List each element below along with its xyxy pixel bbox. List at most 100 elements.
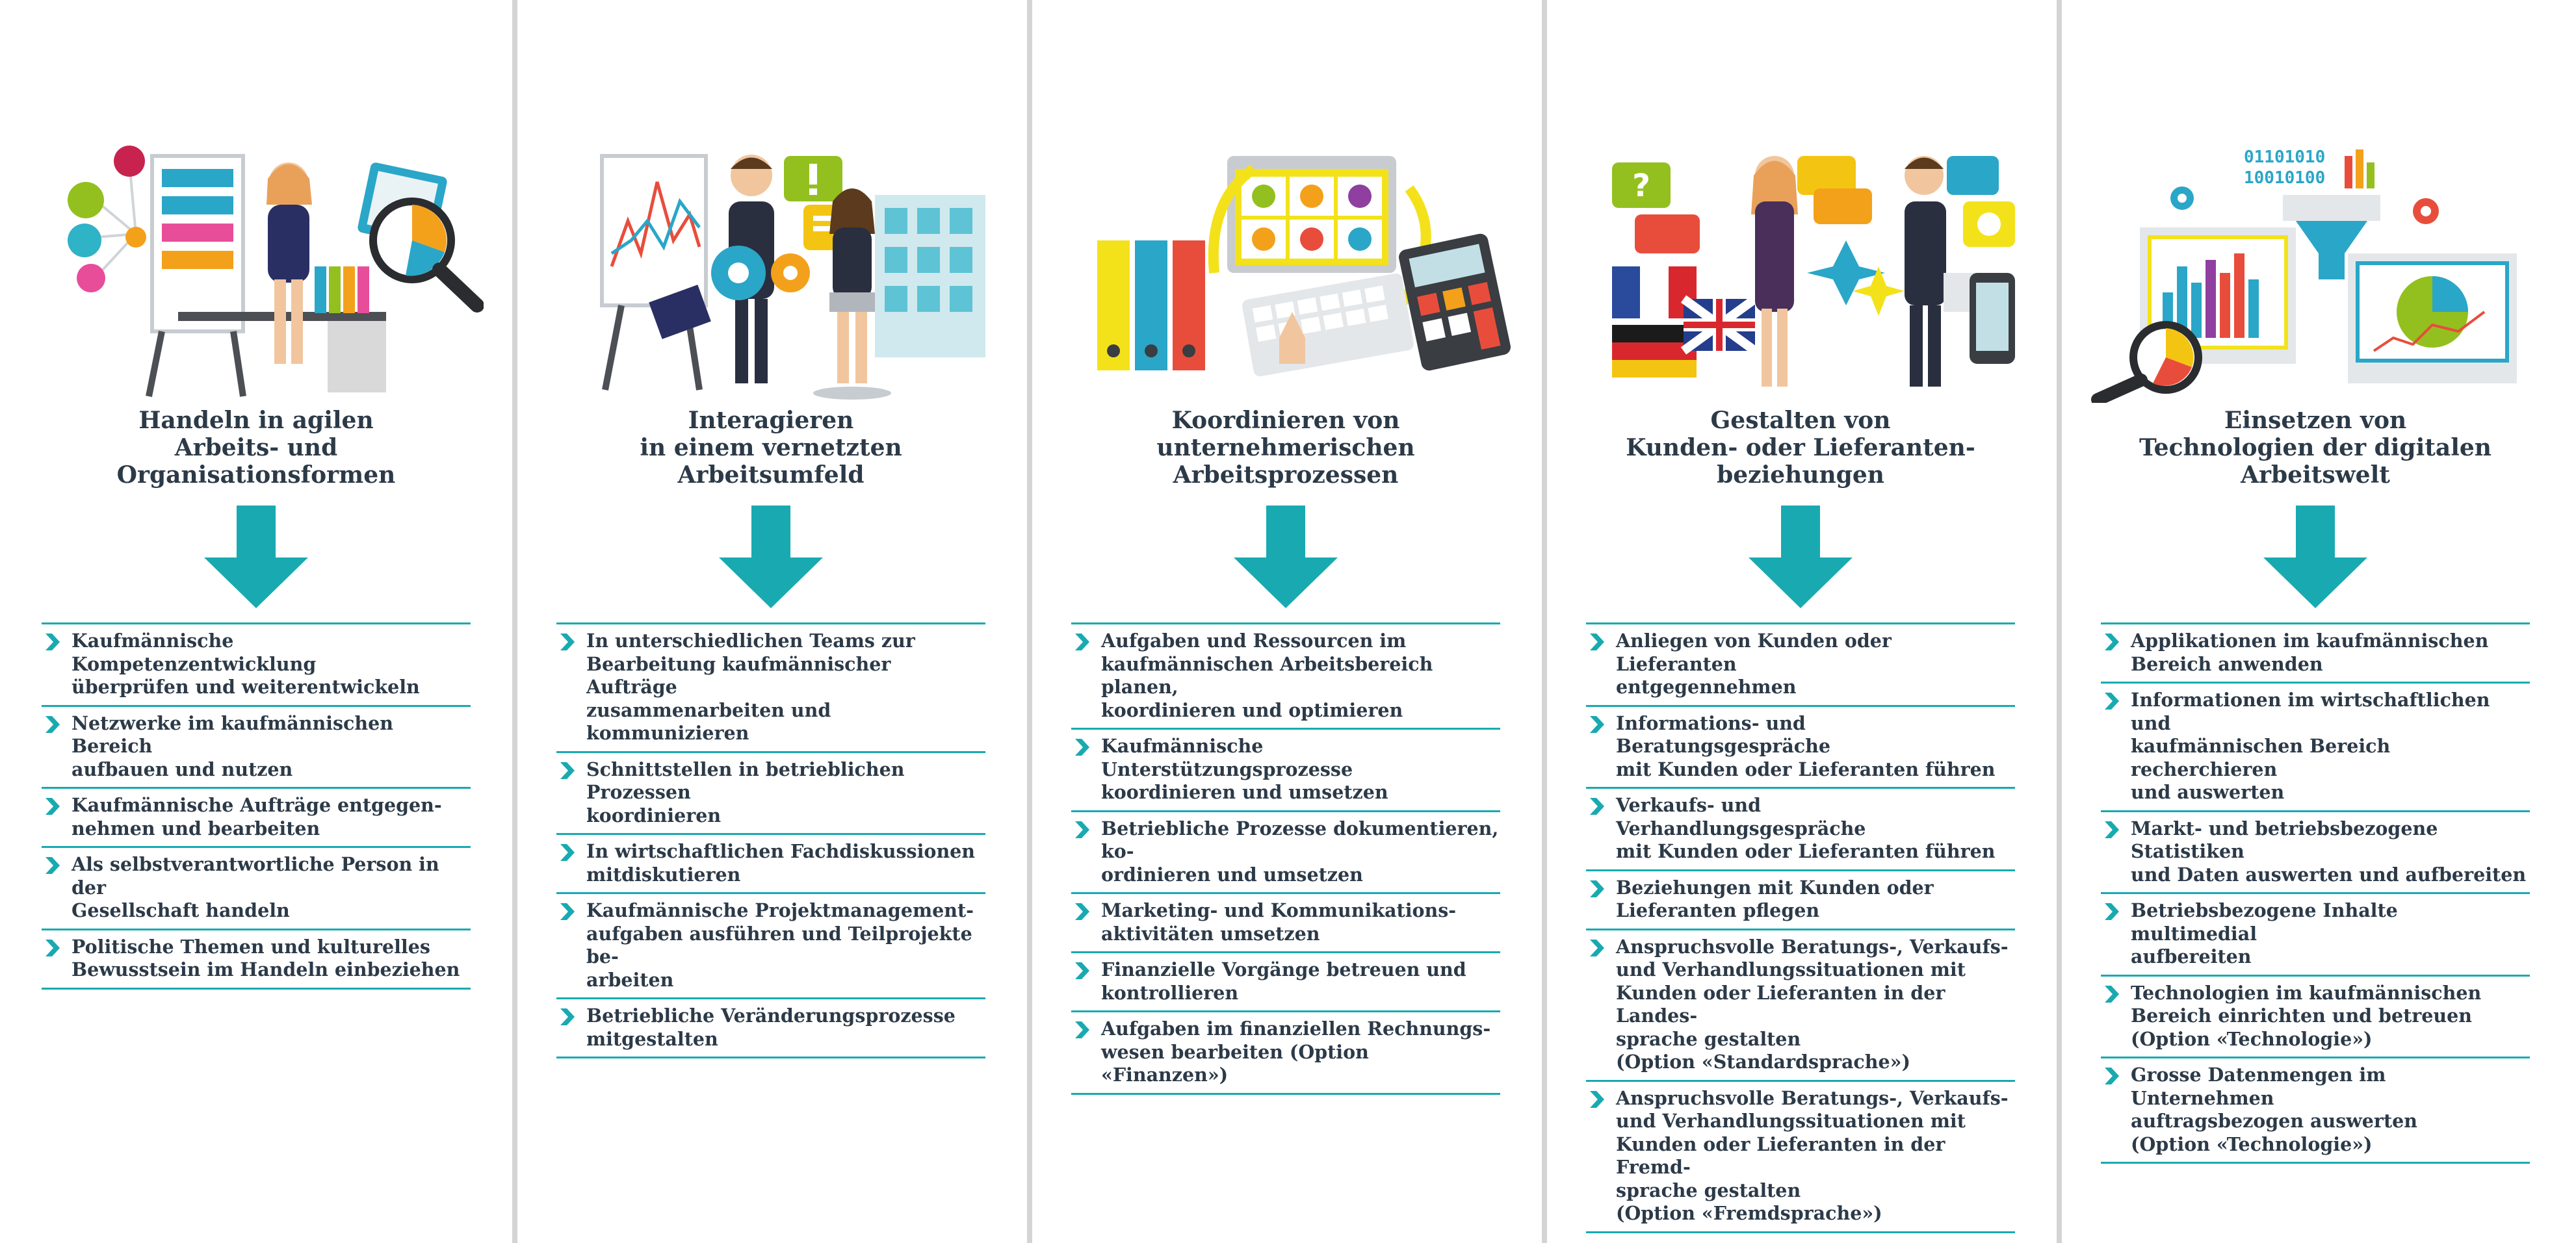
list-item-text: Politische Themen und kulturelles Bewuss… bbox=[72, 935, 460, 981]
list-item-text: Netzwerke im kaufmännischen Bereich aufb… bbox=[72, 711, 393, 780]
networked-team-illustration bbox=[543, 143, 998, 403]
chevron-right-icon bbox=[1071, 958, 1101, 1005]
chevron-right-icon bbox=[2101, 817, 2131, 887]
list-item: Kaufmännische Aufträge entgegen- nehmen … bbox=[42, 789, 471, 848]
chevron-right-icon bbox=[1071, 735, 1101, 804]
chevron-right-icon bbox=[556, 840, 586, 886]
list-item: Finanzielle Vorgänge betreuen und kontro… bbox=[1071, 953, 1500, 1012]
list-item-text: Anspruchsvolle Beratungs-, Verkaufs- und… bbox=[1616, 935, 2009, 1073]
column-process-coordination: Koordinieren von unternehmerischen Arbei… bbox=[1030, 0, 1542, 1243]
list-item-text: Applikationen im kaufmännischen Bereich … bbox=[2131, 630, 2489, 675]
list-item: Grosse Datenmengen im Unternehmen auftra… bbox=[2101, 1058, 2530, 1164]
chevron-right-icon bbox=[556, 899, 586, 992]
list-item-text: Kaufmännische Aufträge entgegen- nehmen … bbox=[72, 794, 442, 839]
competence-list: In unterschiedlichen Teams zur Bearbeitu… bbox=[556, 622, 985, 1058]
competence-list: Kaufmännische Kompetenzentwicklung überp… bbox=[42, 622, 471, 990]
list-item: Betriebsbezogene Inhalte multimedial auf… bbox=[2101, 894, 2530, 977]
list-item-text: Grosse Datenmengen im Unternehmen auftra… bbox=[2131, 1064, 2417, 1155]
arrow-down-icon bbox=[2260, 506, 2371, 609]
list-item: Anspruchsvolle Beratungs-, Verkaufs- und… bbox=[1586, 1082, 2015, 1233]
list-item: Informations- und Beratungsgespräche mit… bbox=[1586, 707, 2015, 789]
column-divider bbox=[2057, 0, 2062, 1243]
chevron-right-icon bbox=[2101, 899, 2131, 969]
chevron-right-icon bbox=[42, 630, 72, 699]
chevron-right-icon bbox=[1586, 877, 1616, 923]
chevron-right-icon bbox=[1071, 817, 1101, 887]
chevron-right-icon bbox=[42, 794, 72, 840]
chevron-right-icon bbox=[1586, 936, 1616, 1074]
svg-text:?: ? bbox=[1632, 168, 1650, 204]
column-divider bbox=[1027, 0, 1032, 1243]
list-item-text: Markt- und betriebsbezogene Statistiken … bbox=[2131, 817, 2527, 886]
column-customer-relations: ? bbox=[1544, 0, 2057, 1243]
binary-code-top: 01101010 bbox=[2244, 147, 2325, 167]
list-item: Anliegen von Kunden oder Lieferanten ent… bbox=[1586, 624, 2015, 707]
arrow-down-icon bbox=[716, 506, 826, 609]
list-item-text: Kaufmännische Projektmanagement- aufgabe… bbox=[586, 899, 974, 991]
list-item: Betriebliche Veränderungsprozesse mitges… bbox=[556, 999, 985, 1058]
column-heading: Handeln in agilen Arbeits- und Organisat… bbox=[116, 407, 396, 489]
list-item-text: Aufgaben im finanziellen Rechnungs- wese… bbox=[1101, 1018, 1491, 1086]
list-item-text: Als selbstverantwortliche Person in der … bbox=[72, 853, 439, 921]
chevron-right-icon bbox=[1586, 794, 1616, 864]
list-item: Technologien im kaufmännischen Bereich e… bbox=[2101, 977, 2530, 1058]
list-item-text: Anspruchsvolle Beratungs-, Verkaufs- und… bbox=[1616, 1086, 2009, 1225]
chevron-right-icon bbox=[556, 1005, 586, 1051]
chevron-right-icon bbox=[2101, 630, 2131, 676]
list-item: Netzwerke im kaufmännischen Bereich aufb… bbox=[42, 707, 471, 789]
list-item-text: Technologien im kaufmännischen Bereich e… bbox=[2131, 981, 2482, 1050]
list-item: Kaufmännische Projektmanagement- aufgabe… bbox=[556, 894, 985, 999]
process-coordination-illustration bbox=[1058, 143, 1513, 403]
chevron-right-icon bbox=[1071, 630, 1101, 722]
list-item-text: Schnittstellen in betrieblichen Prozesse… bbox=[586, 758, 905, 827]
chevron-right-icon bbox=[42, 936, 72, 982]
list-item: In unterschiedlichen Teams zur Bearbeitu… bbox=[556, 624, 985, 753]
list-item-text: Betriebliche Veränderungsprozesse mitges… bbox=[586, 1005, 956, 1050]
list-item-text: Beziehungen mit Kunden oder Lieferanten … bbox=[1616, 876, 1934, 922]
chevron-right-icon bbox=[1586, 630, 1616, 699]
list-item: Kaufmännische Kompetenzentwicklung überp… bbox=[42, 624, 471, 707]
chevron-right-icon bbox=[2101, 982, 2131, 1051]
list-item-text: Informationen im wirtschaftlichen und ka… bbox=[2131, 689, 2490, 803]
chevron-right-icon bbox=[42, 712, 72, 782]
column-heading: Koordinieren von unternehmerischen Arbei… bbox=[1156, 407, 1415, 489]
binary-code-bottom: 10010100 bbox=[2244, 168, 2325, 188]
list-item: Verkaufs- und Verhandlungsgespräche mit … bbox=[1586, 789, 2015, 871]
list-item: Markt- und betriebsbezogene Statistiken … bbox=[2101, 812, 2530, 894]
chevron-right-icon bbox=[1071, 899, 1101, 945]
chevron-right-icon bbox=[1586, 1087, 1616, 1225]
column-divider bbox=[512, 0, 517, 1243]
competence-list: Anliegen von Kunden oder Lieferanten ent… bbox=[1586, 622, 2015, 1233]
list-item-text: Informations- und Beratungsgespräche mit… bbox=[1616, 711, 1996, 780]
column-agile-work: Handeln in agilen Arbeits- und Organisat… bbox=[0, 0, 512, 1243]
column-heading: Interagieren in einem vernetzten Arbeits… bbox=[640, 407, 902, 489]
chevron-right-icon bbox=[2101, 1064, 2131, 1156]
chevron-right-icon bbox=[1071, 1018, 1101, 1087]
list-item: Kaufmännische Unterstützungsprozesse koo… bbox=[1071, 730, 1500, 812]
chevron-right-icon bbox=[1586, 712, 1616, 782]
arrow-down-icon bbox=[1230, 506, 1341, 609]
list-item: In wirtschaftlichen Fachdiskussionen mit… bbox=[556, 835, 985, 894]
competence-list: Applikationen im kaufmännischen Bereich … bbox=[2101, 622, 2530, 1164]
column-divider bbox=[1542, 0, 1547, 1243]
list-item-text: Finanzielle Vorgänge betreuen und kontro… bbox=[1101, 958, 1466, 1004]
list-item: Marketing- und Kommunikations- aktivität… bbox=[1071, 894, 1500, 953]
list-item-text: Kaufmännische Kompetenzentwicklung überp… bbox=[72, 630, 420, 698]
arrow-down-icon bbox=[1745, 506, 1856, 609]
office-worker-presentation-illustration bbox=[29, 143, 484, 403]
list-item-text: Kaufmännische Unterstützungsprozesse koo… bbox=[1101, 735, 1388, 803]
list-item-text: Betriebsbezogene Inhalte multimedial auf… bbox=[2131, 899, 2398, 967]
list-item-text: In unterschiedlichen Teams zur Bearbeitu… bbox=[586, 630, 915, 744]
list-item: Aufgaben im finanziellen Rechnungs- wese… bbox=[1071, 1012, 1500, 1095]
list-item: Betriebliche Prozesse dokumentieren, ko-… bbox=[1071, 812, 1500, 894]
list-item: Politische Themen und kulturelles Bewuss… bbox=[42, 930, 471, 990]
arrow-down-icon bbox=[201, 506, 311, 609]
column-networked-work: Interagieren in einem vernetzten Arbeits… bbox=[515, 0, 1027, 1243]
list-item: Schnittstellen in betrieblichen Prozesse… bbox=[556, 753, 985, 835]
list-item-text: Aufgaben und Ressourcen im kaufmännische… bbox=[1101, 630, 1433, 721]
list-item: Informationen im wirtschaftlichen und ka… bbox=[2101, 684, 2530, 812]
list-item: Beziehungen mit Kunden oder Lieferanten … bbox=[1586, 871, 2015, 930]
chevron-right-icon bbox=[556, 630, 586, 745]
list-item: Aufgaben und Ressourcen im kaufmännische… bbox=[1071, 624, 1500, 730]
